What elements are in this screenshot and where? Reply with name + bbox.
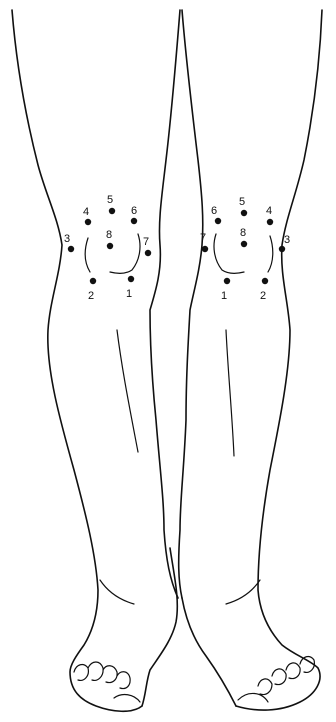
left-ankle-line [100, 580, 134, 604]
left-knee-crease-inner [110, 234, 140, 273]
right-leg-outer-contour [236, 10, 322, 710]
left-knee-label-8: 8 [106, 229, 112, 241]
right-shin-line [226, 330, 234, 456]
left-knee-label-4: 4 [83, 206, 89, 218]
left-knee-label-2: 2 [88, 290, 94, 302]
left-knee-points: 1 2 3 4 5 6 7 8 [64, 194, 151, 302]
left-leg-inner-contour [150, 10, 180, 598]
left-knee-label-7: 7 [143, 236, 149, 248]
right-knee-label-1: 1 [221, 290, 227, 302]
right-knee-label-4: 4 [266, 205, 272, 217]
left-knee-label-6: 6 [131, 205, 137, 217]
right-knee-dot-7 [202, 246, 208, 252]
right-knee-dot-2 [262, 278, 268, 284]
left-knee-label-3: 3 [64, 233, 70, 245]
right-foot-inner-contour [182, 598, 236, 706]
left-knee-label-5: 5 [107, 194, 113, 206]
left-knee-label-1: 1 [126, 288, 132, 300]
left-knee-dot-4 [85, 219, 91, 225]
right-knee-dot-6 [215, 218, 221, 224]
right-knee-crease-outer [268, 236, 273, 272]
left-knee-crease-outer [85, 238, 90, 272]
right-toes [238, 657, 314, 702]
right-knee-dot-3 [279, 246, 285, 252]
right-knee-label-5: 5 [239, 196, 245, 208]
right-knee-crease-inner [214, 234, 244, 273]
right-knee-dot-8 [241, 241, 247, 247]
left-knee-dot-8 [107, 243, 113, 249]
right-knee-label-8: 8 [240, 227, 246, 239]
left-shin-line [117, 330, 138, 452]
right-knee-label-2: 2 [260, 290, 266, 302]
left-knee-dot-3 [68, 246, 74, 252]
right-leg [179, 10, 322, 710]
right-knee-label-7: 7 [200, 232, 206, 244]
left-leg-outer-contour [12, 10, 142, 711]
right-knee-label-6: 6 [211, 205, 217, 217]
right-leg-inner-contour [179, 10, 203, 598]
left-knee-dot-2 [90, 278, 96, 284]
left-knee-dot-6 [131, 218, 137, 224]
left-knee-dot-1 [128, 276, 134, 282]
left-knee-dot-5 [109, 208, 115, 214]
left-knee-dot-7 [145, 250, 151, 256]
left-toes [74, 662, 140, 702]
left-leg [12, 10, 180, 711]
right-knee-dot-4 [267, 219, 273, 225]
right-ankle-line [226, 580, 260, 604]
right-knee-label-3: 3 [284, 234, 290, 246]
left-foot-inner-contour [142, 548, 177, 706]
right-knee-dot-1 [224, 278, 230, 284]
right-knee-dot-5 [241, 210, 247, 216]
